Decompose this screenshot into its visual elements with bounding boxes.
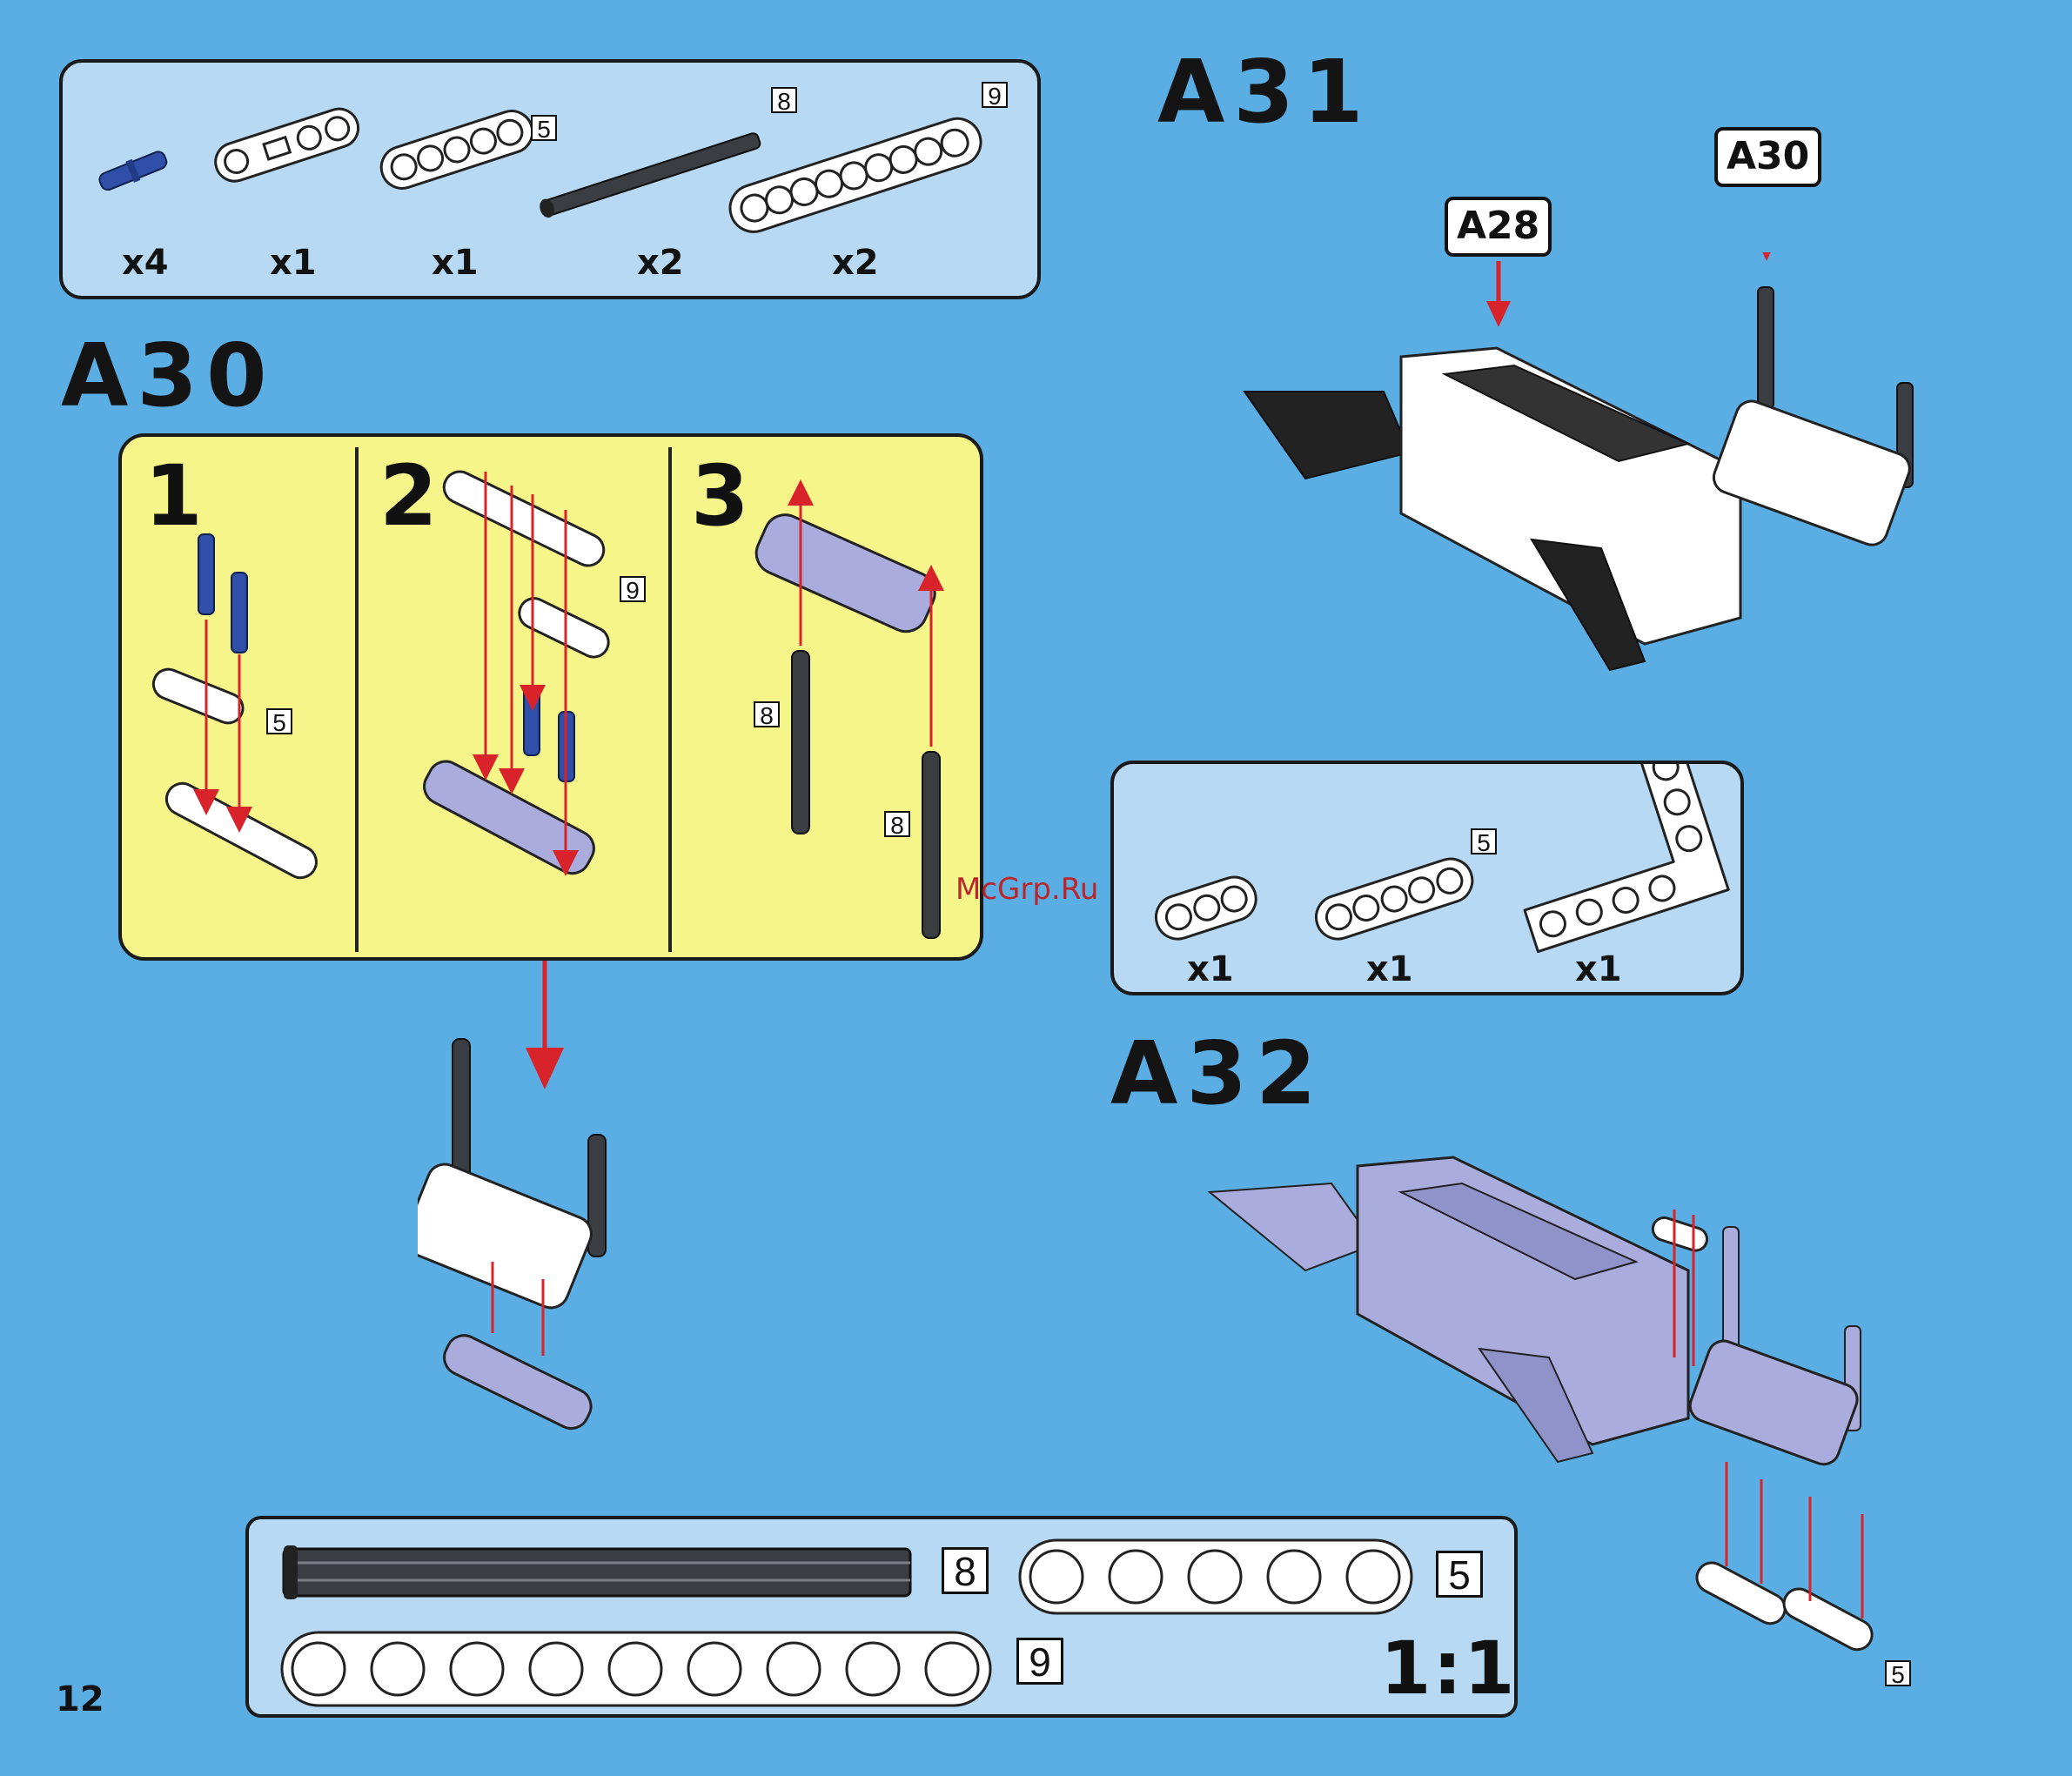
ruler-illustration xyxy=(249,1519,1514,1714)
beam-9-part xyxy=(724,112,987,238)
qty-pin: x4 xyxy=(122,245,169,280)
size-label-step-3b: 8 xyxy=(884,811,910,837)
size-label-beam-5: 5 xyxy=(531,115,557,141)
scale-label: 1:1 xyxy=(1380,1625,1517,1711)
a30-result-illustration xyxy=(418,1027,635,1497)
ruler-panel: 8 5 9 1:1 xyxy=(245,1516,1518,1718)
pin-part xyxy=(97,147,170,194)
step-title-a31: A31 xyxy=(1157,49,1372,136)
step-2-drawing xyxy=(419,466,614,880)
parts-panel-a32: x1 x1 x1 5 xyxy=(1110,761,1744,995)
qty-beam-9: x2 xyxy=(832,245,879,280)
parts-illustration xyxy=(63,63,1037,296)
qty-cross-beam: x1 xyxy=(270,245,317,280)
size-label-step-3a: 8 xyxy=(754,701,780,727)
beam-5-ruler xyxy=(1020,1540,1412,1613)
qty-axle-8: x2 xyxy=(637,245,684,280)
size-label-a32-beam: 5 xyxy=(1885,1660,1911,1686)
callout-a30: A30 xyxy=(1714,127,1821,187)
qty-beam-3: x1 xyxy=(1187,952,1234,987)
size-label-beam-5: 5 xyxy=(1436,1551,1483,1598)
steps-panel-a30: 1 2 3 xyxy=(118,433,983,961)
qty-beam-5: x1 xyxy=(432,245,479,280)
beam-5-part xyxy=(376,105,538,193)
parts-panel-a30: x4 x1 x1 x2 x2 5 8 9 xyxy=(59,59,1041,299)
callout-a28: A28 xyxy=(1445,197,1552,257)
size-label-step-2: 9 xyxy=(620,576,646,602)
step-1-drawing xyxy=(149,534,321,883)
size-label-beam-9: 9 xyxy=(982,82,1008,108)
steps-illustration xyxy=(122,437,980,957)
size-label-axle-8: 8 xyxy=(942,1547,989,1594)
page-number: 12 xyxy=(56,1679,104,1719)
axle-8-part xyxy=(538,131,762,220)
size-label-beam-9: 9 xyxy=(1016,1638,1063,1685)
step-title-a30: A30 xyxy=(61,332,276,419)
beam-9-ruler xyxy=(282,1632,990,1706)
size-label-axle-8: 8 xyxy=(771,87,797,113)
qty-l-beam: x1 xyxy=(1575,952,1622,987)
size-label-beam-5: 5 xyxy=(1471,828,1497,854)
watermark: McGrp.Ru xyxy=(956,872,1098,907)
l-beam-part xyxy=(1490,764,1728,952)
cross-beam-part xyxy=(211,104,363,185)
size-label-step-1: 5 xyxy=(266,708,292,734)
beam-5-part xyxy=(1311,854,1478,945)
step-title-a32: A32 xyxy=(1110,1030,1325,1117)
beam-3-part xyxy=(1150,872,1262,945)
qty-beam-5: x1 xyxy=(1366,952,1413,987)
a31-illustration xyxy=(1236,252,1932,740)
axle-8-ruler xyxy=(284,1545,910,1599)
